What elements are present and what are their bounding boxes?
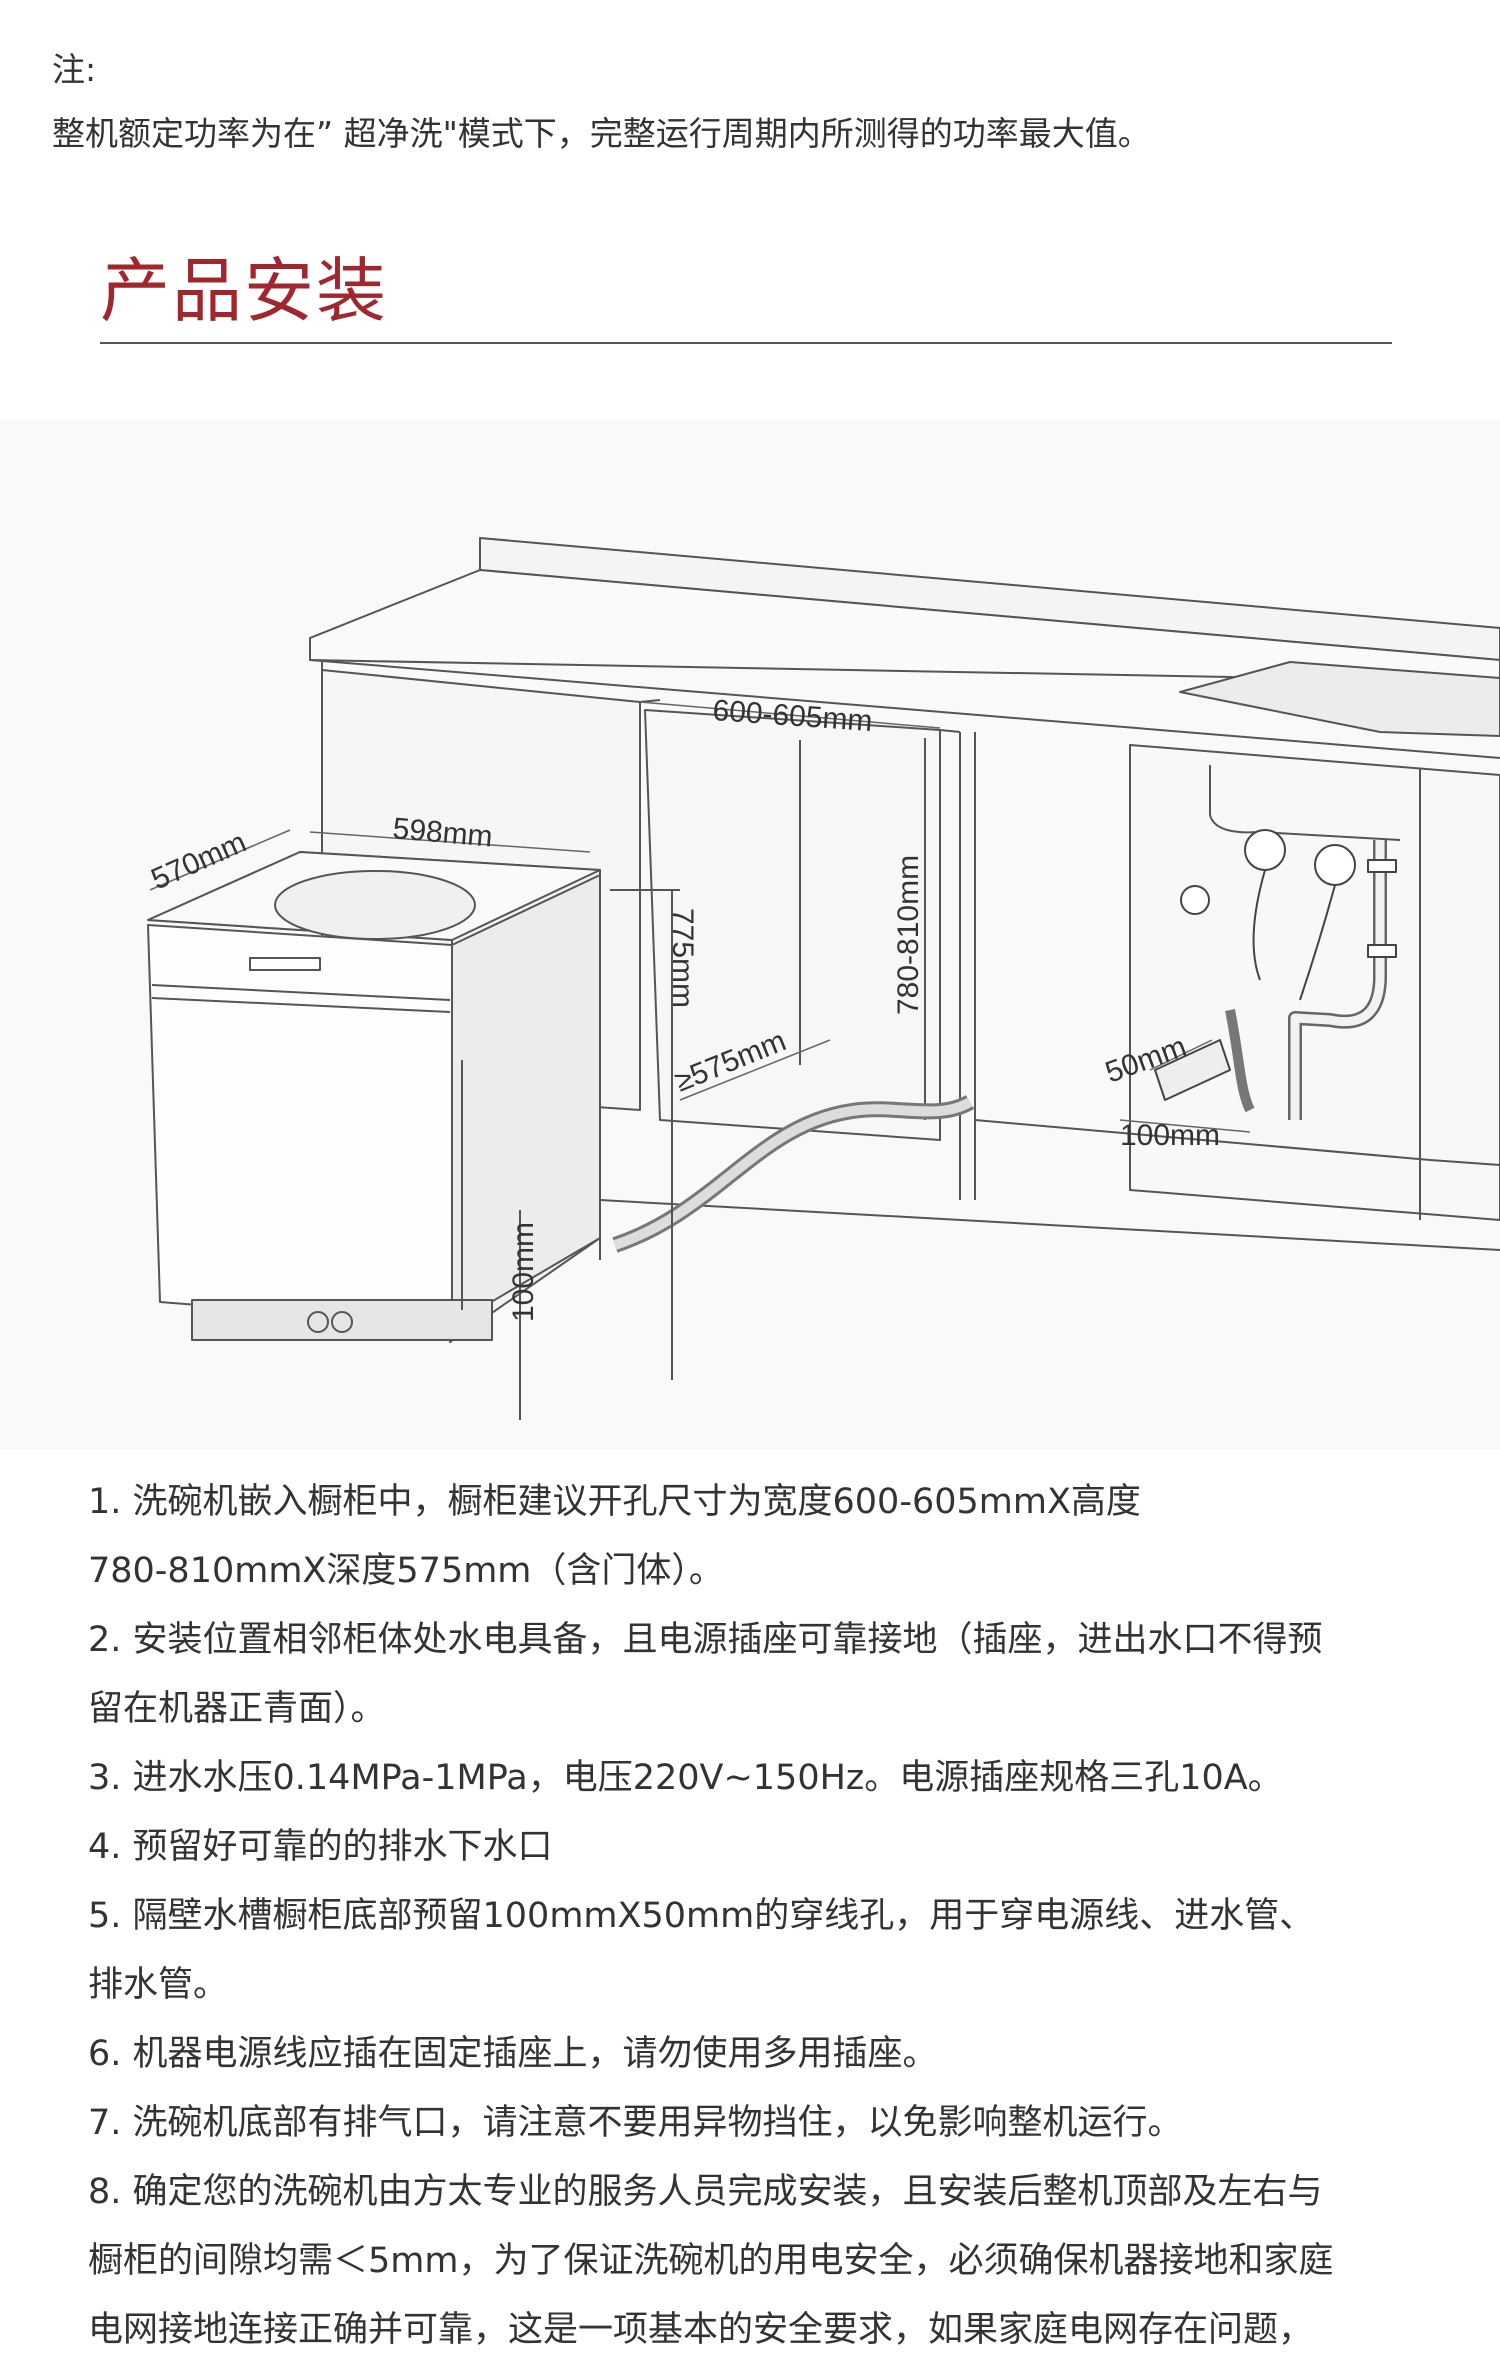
- instruction-line: 780-810mmX深度575mm（含门体）。: [88, 1551, 724, 1591]
- dimension-height-opening: 780-810mm: [892, 855, 925, 1015]
- instruction-line: 6. 机器电源线应插在固定插座上，请勿使用多用插座。: [88, 2034, 938, 2074]
- note-text: 整机额定功率为在” 超净洗"模式下，完整运行周期内所测得的功率最大值。: [52, 114, 1151, 153]
- instruction-line: 排水管。: [88, 1965, 229, 2005]
- installation-diagram: 600-605mm 780-810mm ≥575mm 598mm 570mm 7…: [146, 537, 1500, 1420]
- note-label: 注:: [52, 50, 97, 89]
- instruction-line: 7. 洗碗机底部有排气口，请注意不要用异物挡住，以免影响整机运行。: [88, 2103, 1183, 2143]
- hoses: [612, 1009, 1255, 1253]
- dimension-lines: [149, 701, 1251, 1133]
- dimension-machine-height: 775mm: [666, 908, 699, 1008]
- instruction-line: 橱柜的间隙均需＜5mm，为了保证洗碗机的用电安全，必须确保机器接地和家庭: [88, 2241, 1334, 2281]
- instruction-line: 4. 预留好可靠的的排水下水口: [88, 1827, 553, 1867]
- section-title: 产品安装: [100, 250, 388, 332]
- dishwasher: [147, 851, 680, 1420]
- instruction-line: 留在机器正青面）。: [88, 1689, 386, 1729]
- instruction-line: 3. 进水水压0.14MPa-1MPa，电压220V~150Hz。电源插座规格三…: [88, 1758, 1283, 1798]
- instruction-line: 5. 隔壁水槽橱柜底部预留100mmX50mm的穿线孔，用于穿电源线、进水管、: [88, 1896, 1315, 1936]
- instruction-line: 8. 确定您的洗碗机由方太专业的服务人员完成安装，且安装后整机顶部及左右与: [88, 2172, 1323, 2212]
- section-divider: [100, 342, 1392, 344]
- countertop: [309, 537, 1500, 759]
- note-block: 注: 整机额定功率为在” 超净洗"模式下，完整运行周期内所测得的功率最大值。: [52, 48, 1452, 156]
- dimension-bottom-gap: 100mm: [507, 1222, 540, 1322]
- plumbing: [1154, 829, 1397, 1120]
- instruction-line: 1. 洗碗机嵌入橱柜中，橱柜建议开孔尺寸为宽度600-605mmX高度: [88, 1482, 1141, 1522]
- instruction-line: 电网接地连接正确并可靠，这是一项基本的安全要求，如果家庭电网存在问题，: [88, 2310, 1314, 2350]
- instruction-line: 2. 安装位置相邻柜体处水电具备，且电源插座可靠接地（插座，进出水口不得预: [88, 1620, 1323, 1660]
- installation-instructions: 1. 洗碗机嵌入橱柜中，橱柜建议开孔尺寸为宽度600-605mmX高度 780-…: [88, 1468, 1428, 2365]
- dimension-hole-width: 100mm: [1120, 1119, 1220, 1152]
